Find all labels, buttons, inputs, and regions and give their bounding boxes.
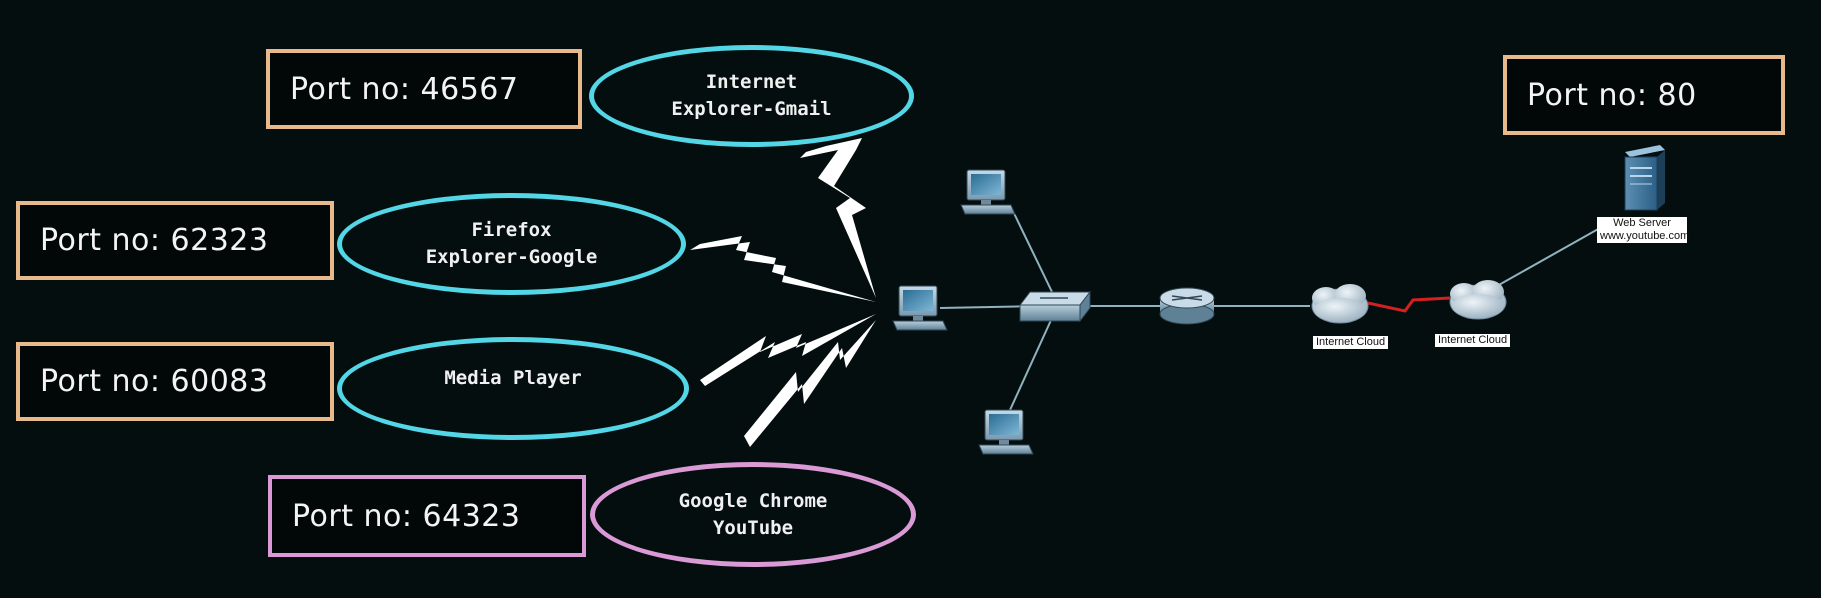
cloud-icon — [1449, 280, 1507, 320]
internet-cloud-label-left: Internet Cloud — [1313, 336, 1389, 349]
port-label-gmail: Port no: 46567 — [290, 71, 519, 107]
port-label-google: Port no: 62323 — [40, 223, 269, 258]
port-label-youtube: Port no: 64323 — [292, 498, 521, 534]
app-label-gmail-line1: Internet — [705, 71, 798, 93]
web-server-label: Web Server www.youtube.com — [1597, 217, 1690, 243]
router-icon — [1159, 287, 1215, 325]
app-label-youtube-line1: Google Chrome — [678, 489, 828, 512]
lightning-bolt-icon — [690, 236, 876, 302]
port-box-youtube: Port no: 64323 — [268, 475, 586, 557]
app-label-youtube-line2: YouTube — [712, 516, 794, 539]
port-label-server: Port no: 80 — [1527, 77, 1697, 113]
computer-icon — [892, 285, 948, 331]
computer-icon — [960, 169, 1016, 215]
app-ellipse-gmail: Internet Explorer-Gmail — [589, 45, 914, 147]
app-ellipse-youtube: Google Chrome YouTube — [590, 462, 916, 567]
port-box-gmail: Port no: 46567 — [266, 49, 582, 129]
cloud-icon — [1311, 284, 1369, 324]
internet-cloud-label-right: Internet Cloud — [1435, 334, 1511, 347]
serial-link — [1367, 296, 1451, 313]
app-label-gmail-line2: Explorer-Gmail — [671, 98, 832, 120]
app-label-google-line2: Explorer-Google — [425, 246, 598, 268]
app-label-google-line1: Firefox — [471, 219, 552, 241]
network-links — [939, 204, 1601, 411]
port-box-server: Port no: 80 — [1503, 55, 1785, 135]
web-server-label-line1: Web Server — [1613, 217, 1671, 229]
port-box-google: Port no: 62323 — [16, 201, 334, 280]
server-icon — [1624, 145, 1665, 211]
app-ellipse-google: Firefox Explorer-Google — [337, 193, 686, 295]
web-server-label-line2: www.youtube.com — [1600, 230, 1690, 242]
app-label-media: Media Player — [444, 367, 582, 389]
switch-icon — [1018, 290, 1092, 323]
lightning-bolt-icon — [744, 320, 876, 447]
computer-icon — [978, 409, 1034, 455]
port-box-media: Port no: 60083 — [16, 342, 334, 421]
app-ellipse-media: Media Player — [337, 337, 689, 440]
lightning-bolt-icon — [800, 138, 876, 298]
port-label-media: Port no: 60083 — [40, 364, 269, 399]
